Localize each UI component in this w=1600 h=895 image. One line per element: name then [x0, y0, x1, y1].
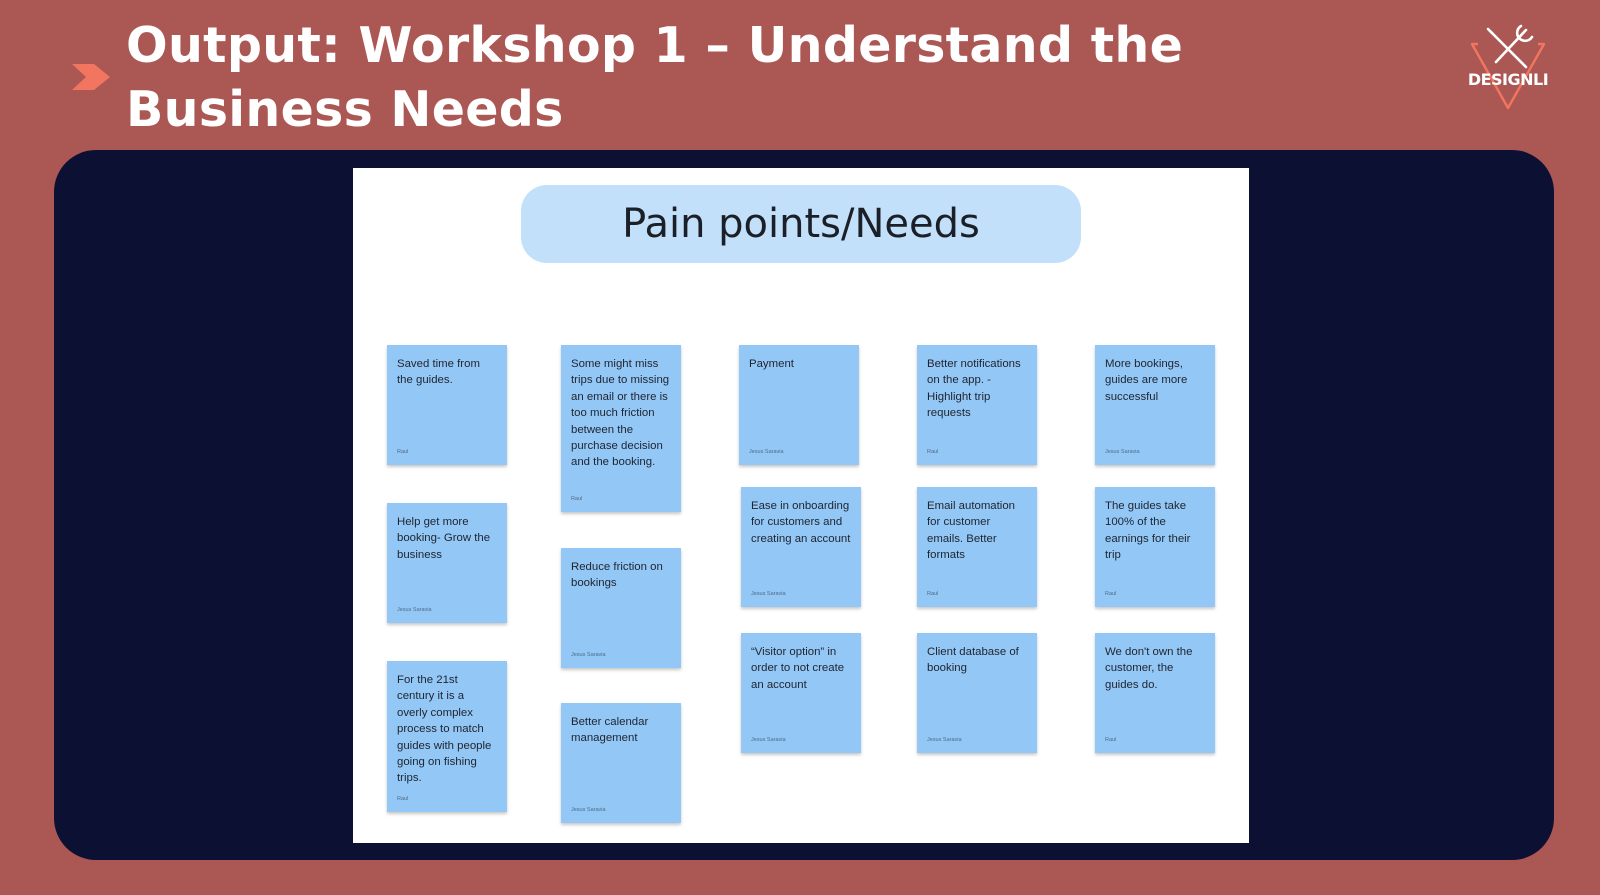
- sticky-note[interactable]: Client database of booking Jesus Saravia: [917, 633, 1037, 753]
- whiteboard: Pain points/Needs Saved time from the gu…: [353, 168, 1249, 843]
- sticky-note-author: Jesus Saravia: [1105, 449, 1140, 455]
- sticky-note[interactable]: More bookings, guides are more successfu…: [1095, 345, 1215, 465]
- sticky-note[interactable]: Saved time from the guides. Raul: [387, 345, 507, 465]
- sticky-note-author: Raul: [1105, 591, 1117, 597]
- sticky-note-author: Jesus Saravia: [571, 807, 606, 813]
- sticky-note-author: Raul: [397, 449, 409, 455]
- sticky-note-text: The guides take 100% of the earnings for…: [1105, 500, 1191, 562]
- sticky-note-text: Ease in onboarding for customers and cre…: [751, 500, 851, 545]
- sticky-note-text: For the 21st century it is a overly comp…: [397, 674, 492, 785]
- sticky-note[interactable]: The guides take 100% of the earnings for…: [1095, 487, 1215, 607]
- sticky-note-text: Reduce friction on bookings: [571, 561, 663, 590]
- sticky-note-author: Jesus Saravia: [397, 607, 432, 613]
- pencil-wrench-triangle-icon: [1470, 24, 1546, 110]
- sticky-note-author: Jesus Saravia: [751, 737, 786, 743]
- chevron-right-icon: [72, 64, 110, 90]
- sticky-note-text: Saved time from the guides.: [397, 358, 480, 387]
- sticky-note-text: Help get more booking- Grow the business: [397, 516, 491, 561]
- sticky-note-text: “Visitor option” in order to not create …: [751, 646, 845, 691]
- sticky-note[interactable]: Some might miss trips due to missing an …: [561, 345, 681, 512]
- sticky-note[interactable]: Payment Jesus Saravia: [739, 345, 859, 465]
- sticky-note-author: Raul: [927, 591, 939, 597]
- sticky-note-text: Better notifications on the app. - Highl…: [927, 358, 1021, 420]
- designli-logo: DESIGNLI: [1458, 22, 1558, 114]
- sticky-note-text: We don't own the customer, the guides do…: [1105, 646, 1193, 691]
- sticky-note-author: Jesus Saravia: [571, 652, 606, 658]
- sticky-note-author: Raul: [927, 449, 939, 455]
- sticky-note[interactable]: Better calendar management Jesus Saravia: [561, 703, 681, 823]
- board-title: Pain points/Needs: [521, 185, 1081, 263]
- sticky-note[interactable]: For the 21st century it is a overly comp…: [387, 661, 507, 812]
- sticky-note[interactable]: Better notifications on the app. - Highl…: [917, 345, 1037, 465]
- sticky-note-author: Jesus Saravia: [927, 737, 962, 743]
- sticky-note[interactable]: Ease in onboarding for customers and cre…: [741, 487, 861, 607]
- logo-text: DESIGNLI: [1467, 70, 1549, 89]
- sticky-note-author: Raul: [571, 496, 583, 502]
- sticky-note-author: Raul: [1105, 737, 1117, 743]
- sticky-note[interactable]: We don't own the customer, the guides do…: [1095, 633, 1215, 753]
- sticky-note-author: Jesus Saravia: [749, 449, 784, 455]
- sticky-note-text: Payment: [749, 358, 794, 370]
- sticky-note-author: Raul: [397, 796, 409, 802]
- sticky-note-text: Email automation for customer emails. Be…: [927, 500, 1016, 562]
- sticky-note[interactable]: Reduce friction on bookings Jesus Saravi…: [561, 548, 681, 668]
- sticky-note-author: Jesus Saravia: [751, 591, 786, 597]
- slide-title: Output: Workshop 1 – Understand the Busi…: [126, 17, 1184, 138]
- sticky-note-text: More bookings, guides are more successfu…: [1105, 358, 1188, 403]
- sticky-note-text: Better calendar management: [571, 716, 649, 745]
- sticky-note[interactable]: Email automation for customer emails. Be…: [917, 487, 1037, 607]
- sticky-note[interactable]: Help get more booking- Grow the business…: [387, 503, 507, 623]
- sticky-note-text: Some might miss trips due to missing an …: [571, 358, 670, 469]
- sticky-note[interactable]: “Visitor option” in order to not create …: [741, 633, 861, 753]
- sticky-note-text: Client database of booking: [927, 646, 1019, 675]
